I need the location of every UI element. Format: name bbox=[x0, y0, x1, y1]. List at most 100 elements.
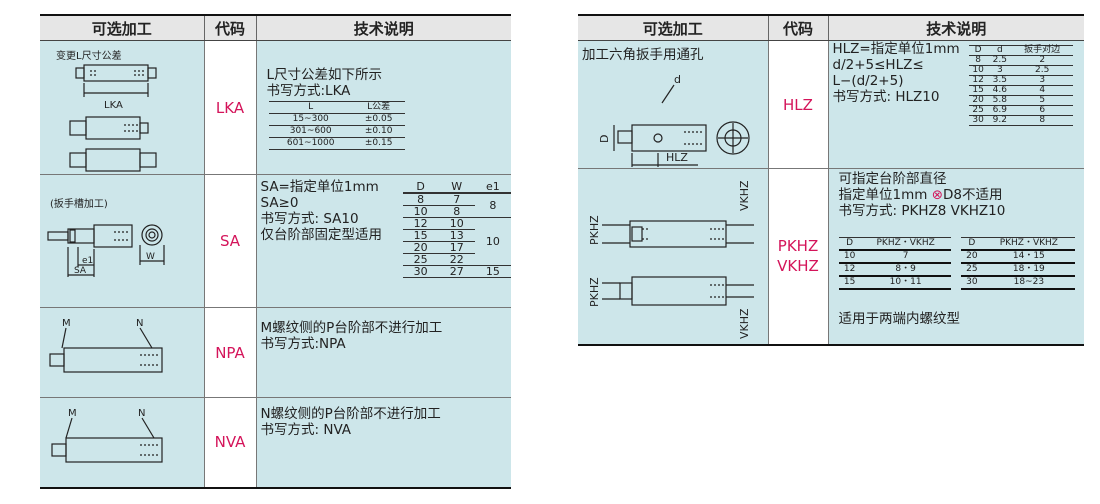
sa-cell: 10 bbox=[438, 217, 475, 230]
pkhz-cell: 20 bbox=[960, 250, 984, 264]
hlz-code: HLZ bbox=[768, 40, 829, 169]
pkhz-cell: 30 bbox=[960, 276, 984, 290]
sa-cell: 8 bbox=[402, 193, 439, 206]
lka-dim-label: LKA bbox=[104, 100, 123, 111]
hlz-line2: d/2+5≤HLZ≤ bbox=[832, 57, 924, 73]
hlz-cell: 2 bbox=[1011, 55, 1073, 66]
lka-cell: 15~300 bbox=[268, 113, 353, 126]
npa-line1: M螺纹侧的P台阶部不进行加工 bbox=[260, 320, 443, 336]
nva-line2: 书写方式: NVA bbox=[260, 422, 352, 438]
lka-code: LKA bbox=[204, 40, 257, 175]
sa-code: SA bbox=[204, 174, 257, 308]
header-code: 代码 bbox=[204, 14, 257, 41]
lka-diagram-cell: 变更L尺寸公差 bbox=[40, 40, 205, 175]
sa-cell: 8 bbox=[438, 205, 475, 218]
hlz-cell: 2.5 bbox=[987, 55, 1012, 66]
hlz-cell: 6 bbox=[1011, 105, 1073, 116]
table-row: 15~300 ±0.05 bbox=[268, 113, 405, 126]
pkhz-diagram: PKHZ VKHZ PKHZ VKHZ bbox=[588, 180, 754, 339]
pkhz-footer: 适用于两端内螺纹型 bbox=[838, 311, 961, 327]
sa-cell: 12 bbox=[402, 217, 439, 230]
sa-cell: 15 bbox=[402, 229, 439, 242]
sa-th-e1: e1 bbox=[474, 181, 511, 194]
lka-cell: ±0.05 bbox=[352, 113, 405, 126]
lka-th-l: L bbox=[268, 101, 353, 114]
pkhz-cell: 25 bbox=[960, 263, 984, 277]
sa-line1: SA=指定单位1mm bbox=[260, 179, 379, 195]
header-code: 代码 bbox=[768, 14, 829, 41]
right-options-table: 可选加工 代码 技术说明 加工六角扳手用通孔 d D HLZ bbox=[578, 14, 1084, 346]
pkhz-code: PKHZ bbox=[777, 237, 819, 256]
lka-desc-cell: L尺寸公差如下所示 书写方式:LKA L L公差 15~300 ±0.05 30… bbox=[256, 40, 511, 175]
hlz-cell: 25 bbox=[968, 105, 988, 116]
sa-cell: 15 bbox=[474, 265, 511, 278]
vkhz-code: VKHZ bbox=[777, 257, 819, 276]
pkhz-code-cell: PKHZ VKHZ bbox=[768, 168, 829, 346]
vkhz-label-top: VKHZ bbox=[738, 180, 751, 211]
lka-diagram: LKA bbox=[69, 64, 157, 172]
lka-line1: L尺寸公差如下所示 bbox=[266, 67, 383, 83]
pkhz-th-d: D bbox=[960, 237, 984, 251]
lka-cell: ±0.15 bbox=[352, 137, 405, 150]
pkhz-cell: 15 bbox=[838, 276, 861, 290]
hlz-cell: 9.2 bbox=[987, 115, 1012, 126]
sa-cell: 10 bbox=[474, 217, 511, 266]
nva-desc-cell: N螺纹侧的P台阶部不进行加工 书写方式: NVA bbox=[256, 397, 511, 489]
vkhz-label-bottom: VKHZ bbox=[738, 308, 751, 339]
sa-cell: 17 bbox=[438, 241, 475, 254]
hlz-d-label: d bbox=[674, 73, 681, 86]
hlz-cell: 12 bbox=[968, 75, 988, 86]
hlz-line3: L−(d/2+5) bbox=[832, 73, 904, 89]
hlz-cell: 8 bbox=[968, 55, 988, 66]
sa-cell: 27 bbox=[438, 265, 475, 278]
pkhz-diagram-cell: PKHZ VKHZ PKHZ VKHZ bbox=[578, 168, 769, 346]
nva-code: NVA bbox=[204, 397, 257, 489]
lka-cell: 601~1000 bbox=[268, 137, 353, 150]
header-option: 可选加工 bbox=[578, 14, 769, 41]
npa-m-label: M bbox=[62, 318, 71, 329]
lka-th-tol: L公差 bbox=[352, 101, 405, 114]
pkhz-th-val: PKHZ・VKHZ bbox=[860, 237, 951, 251]
sa-line4: 仅台阶部固定型适用 bbox=[260, 227, 383, 243]
sa-e1-label: e1 bbox=[82, 256, 93, 266]
hlz-cell: 15 bbox=[968, 85, 988, 96]
hlz-cell: 4 bbox=[1011, 85, 1073, 96]
npa-n-label: N bbox=[136, 318, 143, 329]
pkhz-label-bottom: PKHZ bbox=[588, 277, 601, 307]
hlz-cell: 20 bbox=[968, 95, 988, 106]
header-option: 可选加工 bbox=[40, 14, 205, 41]
left-options-table: 可选加工 代码 技术说明 变更L尺寸公差 bbox=[40, 14, 511, 489]
nva-n-label: N bbox=[138, 408, 145, 419]
hlz-cell: 6.9 bbox=[987, 105, 1012, 116]
pkhz-cell: 14・15 bbox=[983, 250, 1075, 264]
hlz-cell: 2.5 bbox=[1011, 65, 1073, 76]
pkhz-th-val: PKHZ・VKHZ bbox=[983, 237, 1075, 251]
npa-diagram-cell: M N bbox=[40, 307, 205, 398]
hlz-diagram-title: 加工六角扳手用通孔 bbox=[582, 47, 704, 63]
pkhz-cell: 12 bbox=[838, 263, 861, 277]
sa-cell: 13 bbox=[438, 229, 475, 242]
sa-w-label: W bbox=[146, 252, 155, 262]
lka-diagram-title: 变更L尺寸公差 bbox=[56, 51, 122, 62]
hlz-cell: 3 bbox=[987, 65, 1012, 76]
hlz-cell: 4.6 bbox=[987, 85, 1012, 96]
hlz-cell: 3.5 bbox=[987, 75, 1012, 86]
pkhz-label-top: PKHZ bbox=[588, 215, 601, 245]
hlz-cell: 5.8 bbox=[987, 95, 1012, 106]
hlz-diagram-cell: 加工六角扳手用通孔 d D HLZ bbox=[578, 40, 769, 169]
lka-cell: 301~600 bbox=[268, 125, 353, 138]
pkhz-cell: 7 bbox=[860, 250, 951, 264]
npa-line2: 书写方式:NPA bbox=[260, 336, 346, 352]
not-applicable-icon: ⊗ bbox=[931, 187, 943, 203]
sa-cell: 25 bbox=[402, 253, 439, 266]
